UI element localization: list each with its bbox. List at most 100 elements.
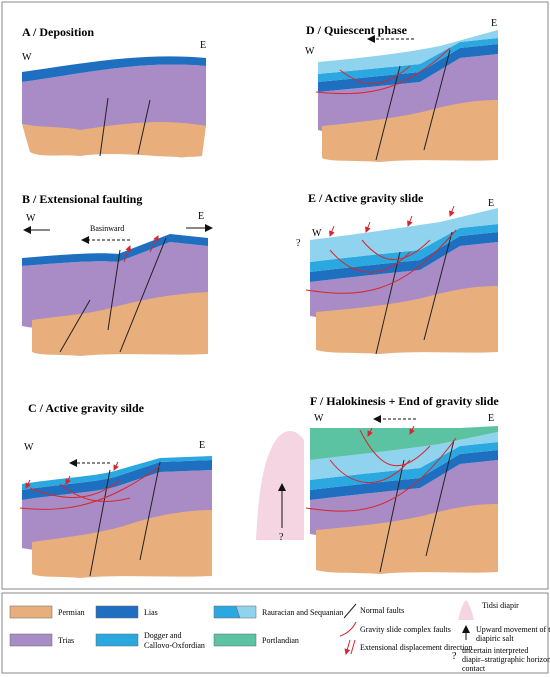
panel-e-normal-fault-2 bbox=[423, 231, 453, 341]
panel-e-displacement-1 bbox=[329, 225, 335, 237]
panel-d-normal-fault-1 bbox=[375, 65, 401, 161]
panel-b: B / Extensional faulting W E Basinward bbox=[22, 192, 213, 356]
panel-a-east-label: E bbox=[200, 40, 206, 51]
panel-a-permian-lower bbox=[22, 122, 206, 157]
panel-c-west-label: W bbox=[24, 442, 34, 453]
figure-border bbox=[1, 1, 549, 590]
panel-d-east-label: E bbox=[491, 18, 497, 29]
legend-rauracian-swatch-dark bbox=[213, 605, 241, 619]
panel-f-gravity-fault-3 bbox=[359, 429, 431, 467]
legend-uncertain-label-line2: diapir–stratigraphic horizon bbox=[462, 655, 550, 664]
legend-normal-faults-label: Normal faults bbox=[360, 606, 404, 615]
panel-a-trias bbox=[22, 64, 206, 130]
legend-dogger-label-line1: Dogger and bbox=[144, 631, 182, 640]
panel-e-displacement-2 bbox=[365, 221, 371, 233]
legend-rauracian-label: Rauracian and Sequanian bbox=[262, 608, 343, 617]
panel-c-normal-fault-1 bbox=[89, 469, 111, 577]
panel-f-gravity-fault-1 bbox=[305, 437, 457, 512]
panel-c-permian bbox=[32, 510, 212, 578]
panel-e-question-mark: ? bbox=[296, 238, 301, 249]
panel-a-lias bbox=[22, 56, 206, 82]
legend-gravity-fault-line bbox=[339, 621, 357, 637]
panel-b-displacement-1 bbox=[149, 235, 159, 253]
legend-rauracian-swatch-light bbox=[235, 605, 257, 619]
panel-b-east-label: E bbox=[198, 211, 204, 222]
panel-c-displacement-2 bbox=[65, 475, 71, 485]
panel-e: E / Active gravity slide W E ? bbox=[296, 191, 498, 355]
panel-c-gravity-fault-2 bbox=[29, 479, 121, 499]
legend-dogger-label-line2: Callovo-Oxfordian bbox=[144, 641, 205, 650]
legend-lias-swatch bbox=[95, 605, 139, 619]
legend-extensional-arrow-2 bbox=[350, 639, 356, 655]
panel-f-portlandian bbox=[310, 426, 498, 460]
panel-f-displacement-1 bbox=[367, 427, 373, 437]
panel-f-diapir bbox=[256, 431, 304, 540]
legend-diapir-swatch bbox=[458, 600, 474, 620]
panel-b-normal-fault-2 bbox=[107, 249, 121, 331]
legend-gravity-faults-label: Gravity slide complex faults bbox=[360, 625, 451, 634]
legend-diapir-label: Tidsi diapir bbox=[482, 601, 519, 610]
legend-portlandian-label: Portlandian bbox=[262, 636, 299, 645]
panel-e-gravity-fault-3 bbox=[361, 239, 431, 260]
panel-a: A / Deposition W E bbox=[22, 25, 206, 158]
legend-trias-swatch bbox=[9, 633, 53, 647]
panel-d-west-label: W bbox=[305, 46, 315, 57]
panel-f-gravity-fault-2 bbox=[329, 459, 411, 484]
panel-e-displacement-3 bbox=[407, 215, 413, 227]
panel-a-normal-fault-2 bbox=[137, 99, 151, 155]
panel-d-rauracian bbox=[318, 30, 498, 74]
panel-d-gravity-fault-2 bbox=[339, 65, 411, 85]
panel-a-normal-fault-1 bbox=[99, 97, 109, 157]
panel-f-normal-fault-2 bbox=[425, 439, 455, 557]
panel-c-displacement-3 bbox=[113, 461, 119, 471]
panel-e-east-label: E bbox=[488, 198, 494, 209]
panel-a-title: A / Deposition bbox=[22, 25, 94, 39]
panel-b-displacement-2 bbox=[123, 245, 132, 263]
panel-d: D / Quiescent phase W E bbox=[305, 18, 498, 162]
panel-d-permian bbox=[322, 100, 498, 162]
legend-permian-swatch bbox=[9, 605, 53, 619]
panel-c-lias bbox=[22, 460, 212, 500]
panel-c-gravity-fault-3 bbox=[59, 483, 131, 502]
legend: Permian Trias Lias Dogger and Callovo-Ox… bbox=[1, 592, 550, 674]
legend-uncertain-label-line3: contact bbox=[462, 664, 486, 673]
panel-a-west-label: W bbox=[22, 52, 32, 63]
panel-c-normal-fault-2 bbox=[139, 461, 161, 561]
panel-e-title: E / Active gravity slide bbox=[308, 191, 424, 205]
panel-f-question-mark: ? bbox=[279, 532, 284, 543]
panel-d-title: D / Quiescent phase bbox=[306, 23, 408, 37]
panel-f-lias bbox=[310, 450, 498, 500]
panel-c-gravity-fault-1 bbox=[19, 465, 161, 510]
panel-d-dogger bbox=[318, 38, 498, 82]
panel-b-normal-fault-1 bbox=[59, 299, 91, 353]
panel-b-normal-fault-3 bbox=[119, 237, 167, 353]
panel-d-normal-fault-2 bbox=[423, 49, 451, 151]
legend-question-mark: ? bbox=[452, 651, 457, 662]
legend-permian-label: Permian bbox=[58, 608, 85, 617]
panel-f-title: F / Halokinesis + End of gravity slide bbox=[310, 394, 499, 408]
panel-d-lias bbox=[318, 44, 498, 92]
panel-e-gravity-fault-2 bbox=[329, 249, 411, 273]
panel-f-west-label: W bbox=[314, 413, 324, 424]
panel-e-west-label: W bbox=[312, 228, 322, 239]
panel-c-displacement-1 bbox=[25, 479, 31, 489]
panel-b-lias bbox=[22, 234, 208, 266]
legend-trias-label: Trias bbox=[58, 636, 74, 645]
panel-c: C / Active gravity silde W E bbox=[19, 401, 212, 578]
panel-c-title: C / Active gravity silde bbox=[28, 401, 145, 415]
legend-border bbox=[1, 592, 549, 674]
panel-e-rauracian bbox=[310, 208, 498, 262]
panel-b-west-label: W bbox=[26, 213, 36, 224]
legend-dogger-swatch bbox=[95, 633, 139, 647]
panel-f-permian bbox=[316, 504, 498, 574]
legend-upward-label-line2: diapiric salt bbox=[476, 634, 514, 643]
panel-b-title: B / Extensional faulting bbox=[22, 192, 142, 206]
legend-normal-fault-line bbox=[343, 603, 357, 619]
legend-upward-label-line1: Upward movement of the bbox=[476, 625, 550, 634]
panel-e-normal-fault-1 bbox=[375, 251, 401, 355]
panel-b-permian bbox=[32, 292, 208, 356]
panel-f-east-label: E bbox=[488, 413, 494, 424]
legend-uncertain-label-line1: uncertain interpreted bbox=[462, 646, 528, 655]
panel-d-gravity-fault-1 bbox=[315, 47, 451, 95]
